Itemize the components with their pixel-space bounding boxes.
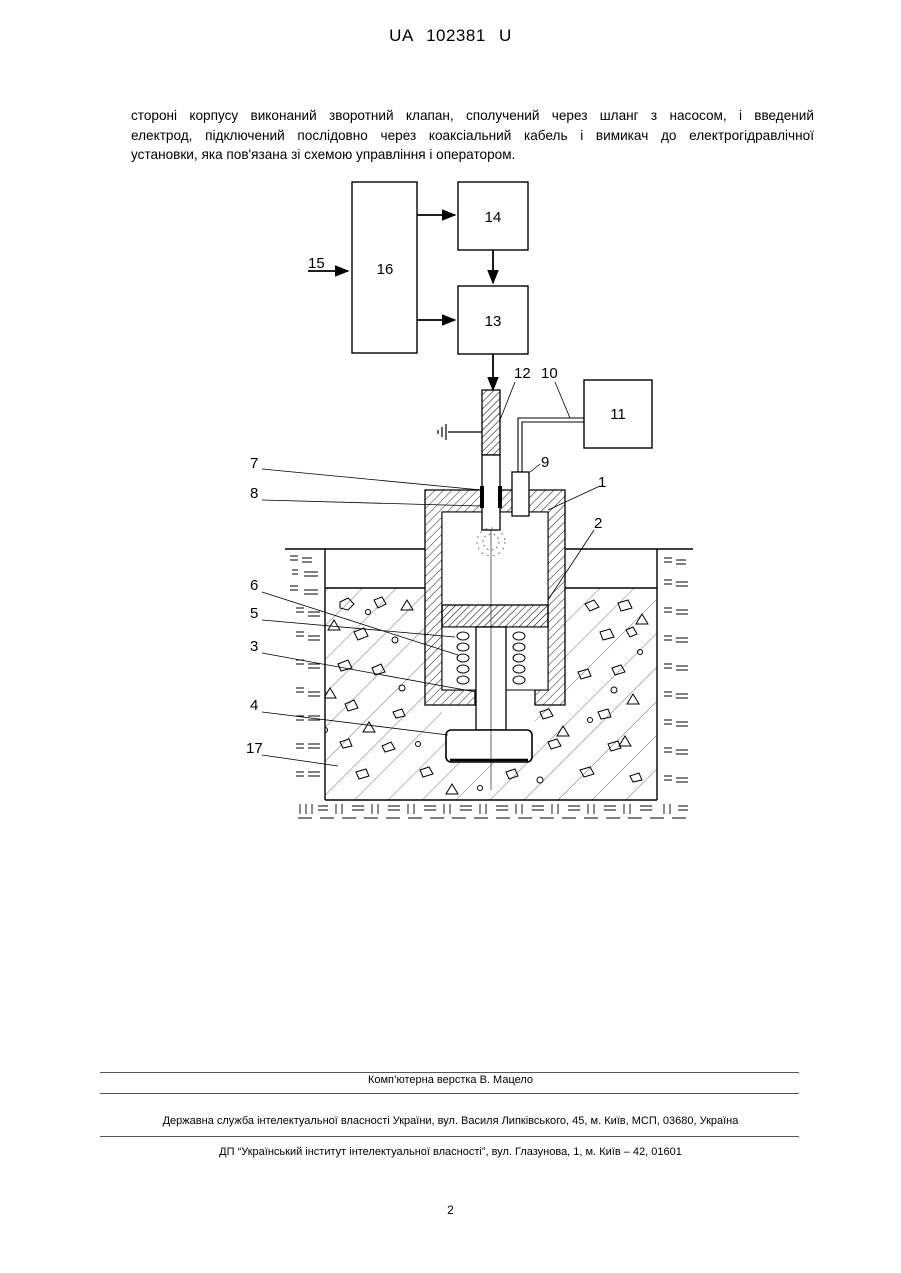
label-10: 10 xyxy=(541,365,558,382)
electrode xyxy=(482,455,500,530)
label-1: 1 xyxy=(598,474,606,491)
label-7: 7 xyxy=(250,455,258,472)
ground-icon xyxy=(438,424,446,440)
footer-divider xyxy=(100,1136,799,1137)
block-14-label: 14 xyxy=(485,209,502,226)
insulator-right xyxy=(498,486,502,508)
technical-drawing: 16 14 13 11 15 xyxy=(0,0,901,830)
block-16-label: 16 xyxy=(377,261,394,278)
agency-address: Державна служба інтелектуальної власност… xyxy=(0,1115,901,1127)
label-9: 9 xyxy=(541,454,549,471)
label-6: 6 xyxy=(250,577,258,594)
coaxial-cable xyxy=(482,390,500,455)
label-3: 3 xyxy=(250,638,258,655)
label-8: 8 xyxy=(250,485,258,502)
block-11-label: 11 xyxy=(610,406,626,423)
footer-divider xyxy=(100,1093,799,1094)
footer-divider xyxy=(100,1072,799,1073)
typesetting-credit: Комп’ютерна верстка В. Мацело xyxy=(0,1074,901,1086)
page-number: 2 xyxy=(0,1203,901,1217)
label-15: 15 xyxy=(308,255,325,272)
insulator-left xyxy=(480,486,484,508)
label-17: 17 xyxy=(246,740,263,757)
institute-address: ДП “Український інститут інтелектуальної… xyxy=(0,1146,901,1158)
label-4: 4 xyxy=(250,697,258,714)
piston xyxy=(442,605,548,627)
label-5: 5 xyxy=(250,605,258,622)
label-2: 2 xyxy=(594,515,602,532)
check-valve xyxy=(512,472,529,516)
label-12: 12 xyxy=(514,365,531,382)
impact-plate xyxy=(446,730,532,762)
hose xyxy=(518,418,584,472)
block-13-label: 13 xyxy=(485,313,502,330)
